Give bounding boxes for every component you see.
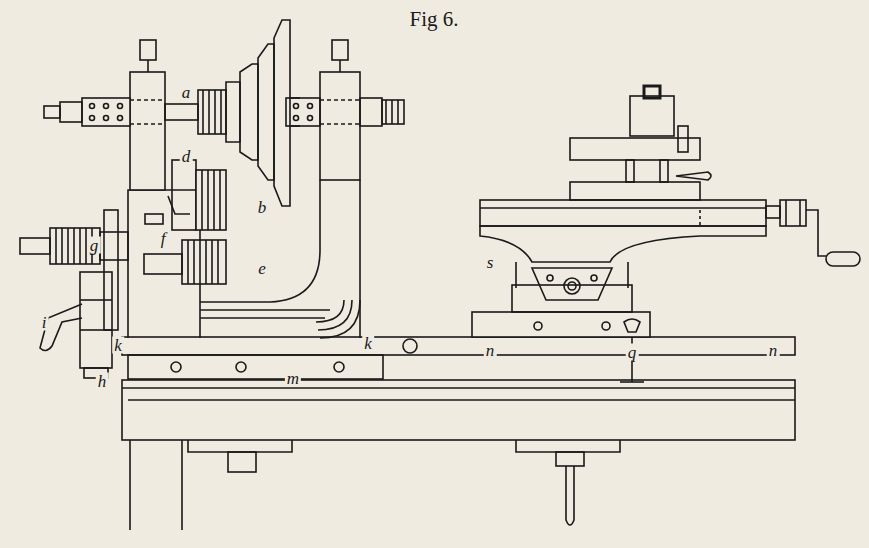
part-letter: k bbox=[112, 337, 124, 354]
part-letter: i bbox=[40, 314, 49, 331]
part-letter: e bbox=[256, 260, 268, 277]
part-letter: n bbox=[767, 342, 780, 359]
part-letter: s bbox=[485, 254, 496, 271]
part-letter: m bbox=[285, 370, 301, 387]
figure-title: Fig 6. bbox=[409, 9, 458, 30]
part-letter: f bbox=[159, 230, 168, 247]
part-letter: g bbox=[88, 237, 101, 254]
part-letter: k bbox=[362, 335, 374, 352]
part-letter: h bbox=[96, 373, 109, 390]
part-letter: q bbox=[626, 344, 639, 361]
part-letter: a bbox=[180, 84, 193, 101]
part-letter: n bbox=[484, 342, 497, 359]
part-letter: d bbox=[180, 148, 193, 165]
part-letter: b bbox=[256, 199, 269, 216]
